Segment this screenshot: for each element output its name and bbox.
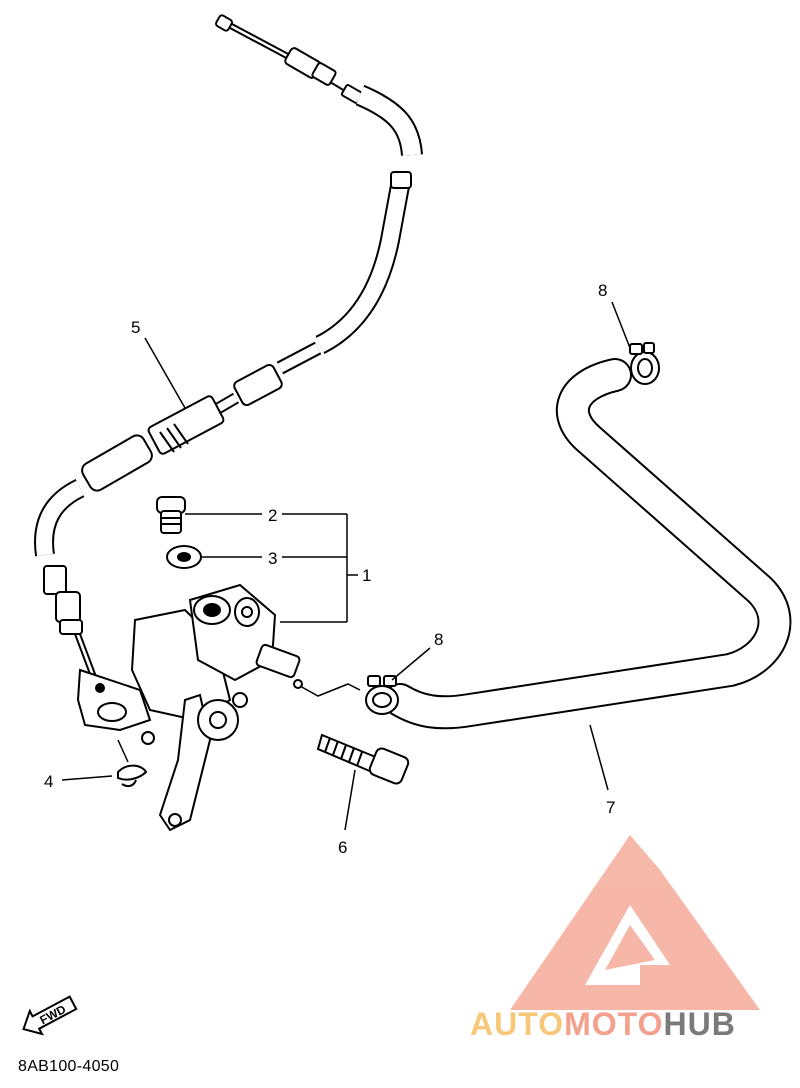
bolt-part: [316, 733, 410, 785]
leader-lines: [61, 301, 631, 831]
brand-part-moto: MOTO: [564, 1006, 664, 1042]
watermark-brand: AUTOMOTOHUB: [470, 1006, 736, 1043]
callout-6: 6: [338, 838, 347, 857]
callout-8-lower: 8: [434, 630, 443, 649]
callout-8-upper: 8: [598, 281, 607, 300]
brand-part-hub: HUB: [663, 1006, 736, 1042]
fwd-arrow-icon: FWD: [22, 995, 78, 1036]
brand-part-auto: AUTO: [470, 1006, 565, 1042]
hose-clamp-lower: [365, 675, 399, 715]
throttle-cable: [34, 14, 423, 691]
callout-4: 4: [44, 772, 53, 791]
oil-hose: [383, 358, 792, 730]
clip-part: [117, 764, 148, 788]
callout-1: 1: [362, 566, 371, 585]
hose-clamp-upper: [629, 342, 660, 385]
oil-pump-assembly: [76, 496, 303, 832]
watermark-logo: [510, 835, 760, 1010]
drawing-code: 8AB100-4050: [18, 1058, 120, 1075]
callout-2: 2: [268, 506, 277, 525]
callout-3: 3: [268, 549, 277, 568]
callout-7: 7: [606, 798, 615, 817]
callout-5: 5: [131, 318, 140, 337]
